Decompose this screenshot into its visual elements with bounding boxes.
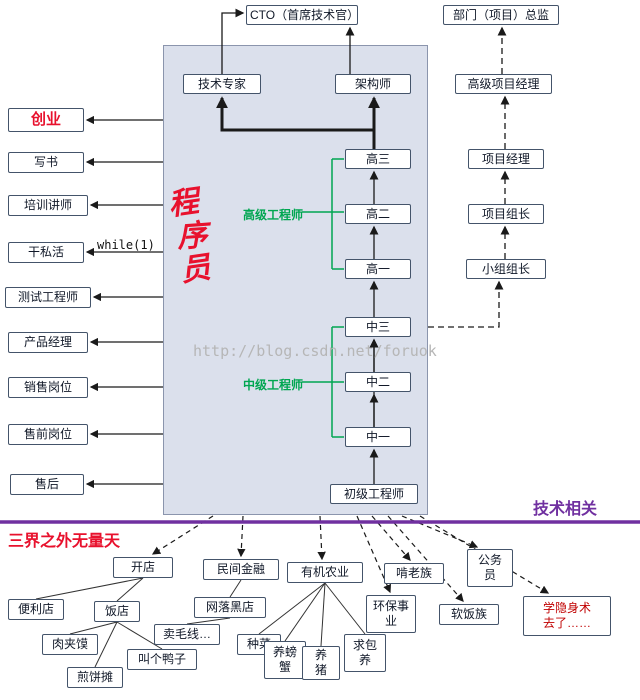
node-project-team-lead: 项目组长 bbox=[468, 204, 544, 224]
node-soft-rice: 软饭族 bbox=[439, 604, 499, 625]
node-aftersales: 售后 bbox=[10, 474, 84, 495]
node-roujiamo: 肉夹馍 bbox=[42, 634, 98, 655]
node-private-finance: 民间金融 bbox=[203, 559, 279, 580]
node-trainer: 培训讲师 bbox=[8, 195, 88, 216]
node-sales: 销售岗位 bbox=[8, 377, 88, 398]
programmer-title-char-3: 员 bbox=[178, 251, 213, 288]
shop-tree-lines bbox=[35, 577, 366, 668]
node-tech-expert: 技术专家 bbox=[183, 74, 261, 94]
outside-realm-label: 三界之外无量天 bbox=[8, 533, 121, 550]
node-raise-crabs: 养螃蟹 bbox=[264, 641, 306, 679]
node-civil-servant: 公务员 bbox=[467, 549, 513, 587]
tech-related-label: 技术相关 bbox=[533, 501, 598, 518]
while-loop-label: while(1) bbox=[97, 238, 155, 252]
node-order-duck: 叫个鸭子 bbox=[127, 649, 197, 670]
node-architect: 架构师 bbox=[335, 74, 411, 94]
promotion-chain-arrows bbox=[221, 8, 379, 484]
node-grade-high-3: 高三 bbox=[345, 149, 411, 169]
node-group-lead: 小组组长 bbox=[466, 259, 546, 279]
node-online-black-shop: 网落黑店 bbox=[194, 597, 266, 618]
node-grade-high-2: 高二 bbox=[345, 204, 411, 224]
node-invisibility: 学隐身术去了…… bbox=[523, 596, 611, 636]
node-grade-mid-2: 中二 bbox=[345, 372, 411, 392]
node-raise-pigs: 养猪 bbox=[302, 646, 340, 680]
node-restaurant: 饭店 bbox=[94, 601, 140, 622]
mid-engineer-label: 中级工程师 bbox=[243, 378, 304, 392]
senior-engineer-label: 高级工程师 bbox=[243, 208, 304, 222]
node-senior-project-manager: 高级项目经理 bbox=[455, 74, 552, 94]
node-freelance: 干私活 bbox=[8, 242, 84, 263]
node-junior-engineer: 初级工程师 bbox=[330, 484, 418, 504]
node-project-manager: 项目经理 bbox=[468, 149, 544, 169]
management-chain-arrows bbox=[428, 26, 510, 328]
node-test-engineer: 测试工程师 bbox=[5, 287, 91, 308]
node-write-book: 写书 bbox=[8, 152, 84, 173]
engineer-grade-brackets bbox=[302, 158, 344, 438]
node-grade-mid-1: 中一 bbox=[345, 427, 411, 447]
thick-branch-arrows bbox=[216, 96, 380, 149]
node-grade-mid-3: 中三 bbox=[345, 317, 411, 337]
node-open-shop: 开店 bbox=[113, 557, 173, 578]
node-grade-high-1: 高一 bbox=[345, 259, 411, 279]
left-branch-arrows bbox=[85, 115, 163, 489]
node-kenlao: 啃老族 bbox=[384, 563, 444, 584]
watermark: http://blog.csdn.net/foruok bbox=[193, 342, 437, 360]
node-presales: 售前岗位 bbox=[8, 424, 88, 445]
node-cto: CTO（首席技术官） bbox=[246, 5, 358, 25]
node-pancake-stand: 煎饼摊 bbox=[67, 667, 123, 688]
node-organic-farming: 有机农业 bbox=[287, 562, 363, 583]
node-department-director: 部门（项目）总监 bbox=[443, 5, 559, 25]
node-startup: 创业 bbox=[8, 108, 84, 132]
node-seek-sponsor: 求包养 bbox=[344, 634, 386, 672]
node-convenience-store: 便利店 bbox=[8, 599, 64, 620]
node-product-manager: 产品经理 bbox=[8, 332, 88, 353]
node-environmental-work: 环保事业 bbox=[366, 595, 416, 633]
node-sell-yarn: 卖毛线… bbox=[154, 624, 220, 645]
